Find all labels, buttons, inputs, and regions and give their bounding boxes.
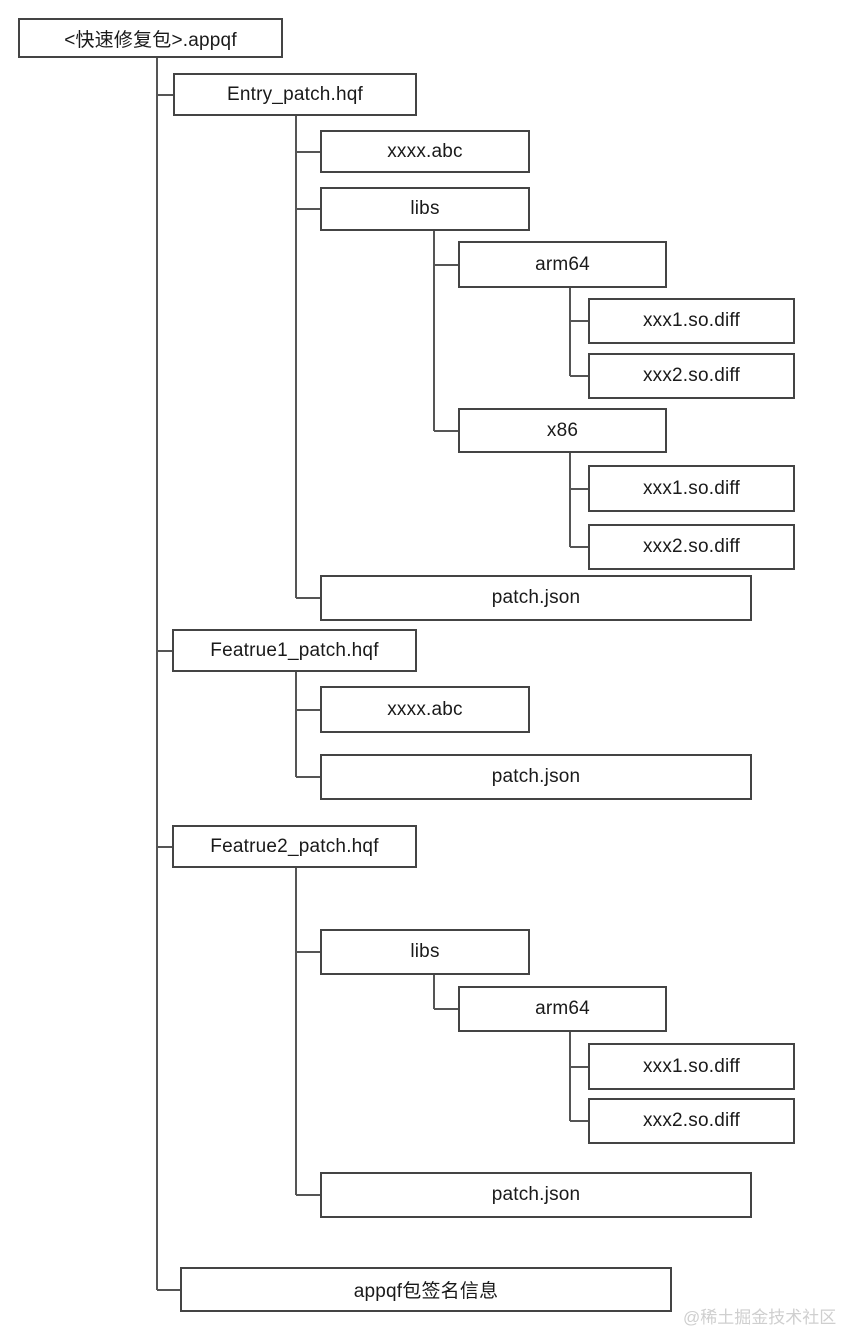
connector-h-entry_libs-e_arm64 [434, 264, 458, 266]
tree-node-f1_patch[interactable]: patch.json [320, 754, 752, 800]
connector-h-feat1-f1_abc [296, 709, 320, 711]
tree-node-e_x86[interactable]: x86 [458, 408, 667, 453]
connector-v-f2_arm64 [569, 1032, 571, 1121]
connector-h-entry-entry_abc [296, 151, 320, 153]
connector-h-f2_libs-f2_arm64 [434, 1008, 458, 1010]
tree-node-e_arm_so2[interactable]: xxx2.so.diff [588, 353, 795, 399]
tree-node-root[interactable]: <快速修复包>.appqf [18, 18, 283, 58]
connector-h-entry-entry_libs [296, 208, 320, 210]
connector-h-e_arm64-e_arm_so1 [570, 320, 588, 322]
tree-node-entry_abc[interactable]: xxxx.abc [320, 130, 530, 173]
connector-v-root [156, 58, 158, 1290]
connector-v-e_arm64 [569, 288, 571, 376]
tree-node-f2_so2[interactable]: xxx2.so.diff [588, 1098, 795, 1144]
tree-node-f2_patch[interactable]: patch.json [320, 1172, 752, 1218]
tree-node-e_arm_so1[interactable]: xxx1.so.diff [588, 298, 795, 344]
connector-v-entry [295, 116, 297, 598]
connector-h-e_arm64-e_arm_so2 [570, 375, 588, 377]
connector-v-entry_libs [433, 231, 435, 431]
tree-node-f2_so1[interactable]: xxx1.so.diff [588, 1043, 795, 1090]
connector-h-e_x86-e_x86_so2 [570, 546, 588, 548]
tree-node-e_arm64[interactable]: arm64 [458, 241, 667, 288]
connector-h-f2_arm64-f2_so1 [570, 1066, 588, 1068]
connector-h-root-feat1 [157, 650, 172, 652]
connector-h-feat1-f1_patch [296, 776, 320, 778]
watermark-label: @稀土掘金技术社区 [683, 1308, 837, 1327]
tree-node-entry[interactable]: Entry_patch.hqf [173, 73, 417, 116]
connector-h-entry_libs-e_x86 [434, 430, 458, 432]
tree-node-f2_libs[interactable]: libs [320, 929, 530, 975]
connector-h-e_x86-e_x86_so1 [570, 488, 588, 490]
tree-node-sign[interactable]: appqf包签名信息 [180, 1267, 672, 1312]
connector-v-e_x86 [569, 453, 571, 547]
tree-node-e_x86_so2[interactable]: xxx2.so.diff [588, 524, 795, 570]
tree-node-f2_arm64[interactable]: arm64 [458, 986, 667, 1032]
connector-h-feat2-f2_libs [296, 951, 320, 953]
connector-h-root-sign [157, 1289, 180, 1291]
connector-h-root-entry [157, 94, 173, 96]
connector-v-feat1 [295, 672, 297, 777]
connector-h-root-feat2 [157, 846, 172, 848]
connector-h-entry-e_patch [296, 597, 320, 599]
connector-h-f2_arm64-f2_so2 [570, 1120, 588, 1122]
connector-h-feat2-f2_patch [296, 1194, 320, 1196]
tree-node-feat1[interactable]: Featrue1_patch.hqf [172, 629, 417, 672]
tree-node-entry_libs[interactable]: libs [320, 187, 530, 231]
tree-node-f1_abc[interactable]: xxxx.abc [320, 686, 530, 733]
connector-v-f2_libs [433, 975, 435, 1009]
tree-node-feat2[interactable]: Featrue2_patch.hqf [172, 825, 417, 868]
tree-node-e_patch[interactable]: patch.json [320, 575, 752, 621]
tree-node-e_x86_so1[interactable]: xxx1.so.diff [588, 465, 795, 512]
connector-v-feat2 [295, 868, 297, 1195]
